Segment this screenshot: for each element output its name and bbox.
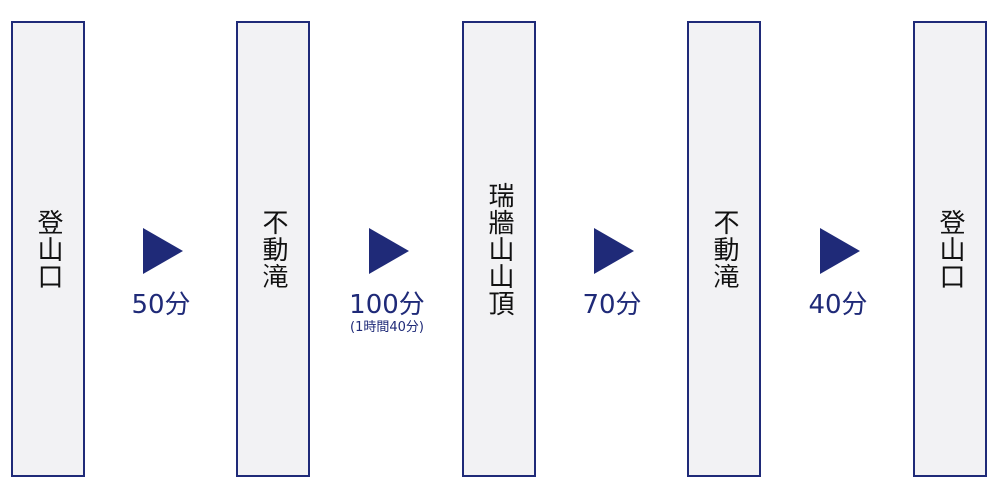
station-summit: 瑞牆山山頂 bbox=[462, 21, 536, 477]
arrow-right-icon bbox=[820, 228, 860, 274]
segment-duration-note: (1時間40分) bbox=[350, 320, 424, 335]
segment-3: 70分 bbox=[537, 228, 687, 318]
segment-duration: 70分 bbox=[582, 290, 642, 320]
station-name: 不動滝 bbox=[258, 208, 288, 290]
station-name: 登山口 bbox=[33, 208, 63, 290]
station-trailhead-end: 登山口 bbox=[913, 21, 987, 477]
station-trailhead-start: 登山口 bbox=[11, 21, 85, 477]
arrow-right-icon bbox=[369, 228, 409, 274]
station-fudo-falls-2: 不動滝 bbox=[687, 21, 761, 477]
station-fudo-falls-1: 不動滝 bbox=[236, 21, 310, 477]
segment-duration: 100分 bbox=[349, 290, 425, 320]
segment-duration: 40分 bbox=[808, 290, 868, 320]
station-name: 瑞牆山山頂 bbox=[484, 181, 514, 317]
station-name: 登山口 bbox=[935, 208, 965, 290]
segment-duration: 50分 bbox=[131, 290, 191, 320]
station-name: 不動滝 bbox=[709, 208, 739, 290]
arrow-right-icon bbox=[143, 228, 183, 274]
segment-2: 100分 (1時間40分) bbox=[312, 228, 462, 334]
arrow-right-icon bbox=[594, 228, 634, 274]
segment-1: 50分 bbox=[86, 228, 236, 318]
segment-4: 40分 bbox=[763, 228, 913, 318]
